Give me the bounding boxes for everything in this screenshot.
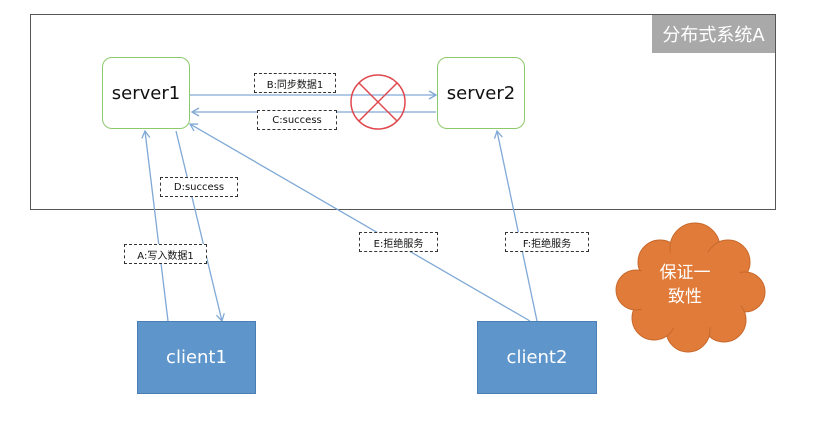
server1-node: server1 xyxy=(102,57,190,129)
partition-cross-icon xyxy=(350,74,406,130)
cloud-text-line1: 保证一 xyxy=(659,263,711,283)
system-label: 分布式系统A xyxy=(652,15,775,53)
client1-node: client1 xyxy=(137,321,256,394)
arrow-write-a xyxy=(141,129,169,322)
cloud-text: 保证一 致性 xyxy=(630,261,740,309)
server2-node: server2 xyxy=(437,57,525,129)
label-success-c: C:success xyxy=(257,110,337,130)
label-sync-b: B:同步数据1 xyxy=(254,73,336,93)
label-reject-e: E:拒绝服务 xyxy=(359,232,438,252)
label-success-d: D:success xyxy=(160,177,238,197)
label-write-a: A:写入数据1 xyxy=(124,244,207,264)
cloud-text-line2: 致性 xyxy=(668,287,702,307)
arrow-success-d xyxy=(175,130,225,323)
client2-node: client2 xyxy=(477,321,597,394)
label-reject-f: F:拒绝服务 xyxy=(505,232,589,252)
consistency-cloud-icon xyxy=(615,222,766,353)
arrow-reject-f xyxy=(493,129,538,322)
arrow-reject-e xyxy=(188,123,531,322)
